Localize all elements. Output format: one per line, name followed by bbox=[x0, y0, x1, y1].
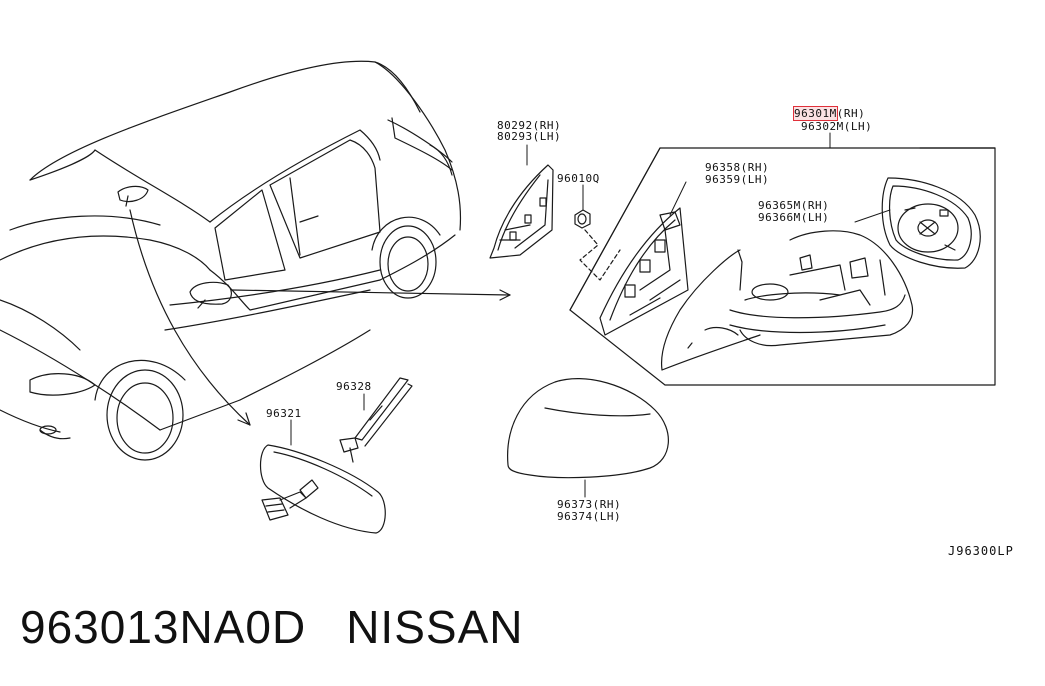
label-96358: 96358(RH) bbox=[705, 161, 770, 174]
highlighted-part-number[interactable]: 96301M bbox=[793, 106, 838, 121]
part-96358-mirror-base bbox=[599, 207, 689, 336]
leader-lines bbox=[290, 132, 891, 498]
pointer-arrows bbox=[129, 209, 511, 426]
label-96010q: 96010Q bbox=[557, 172, 600, 185]
part-96373-mirror-cover bbox=[507, 378, 669, 479]
label-96373: 96373(RH) bbox=[557, 498, 622, 511]
caption: 963013NA0D NISSAN bbox=[20, 600, 563, 654]
part-96301m-mirror-housing bbox=[660, 230, 914, 371]
car-illustration bbox=[0, 60, 462, 461]
label-96302m: 96302M(LH) bbox=[801, 120, 873, 133]
label-96374: 96374(LH) bbox=[557, 510, 622, 523]
part-96010q-nut bbox=[574, 209, 621, 281]
caption-part-number: 963013NA0D bbox=[20, 601, 307, 653]
part-80292-gasket bbox=[489, 164, 554, 259]
label-96365m: 96365M(RH) bbox=[758, 199, 830, 212]
label-80292: 80292(RH) bbox=[497, 119, 562, 132]
diagram-reference-code: J96300LP bbox=[948, 544, 1014, 558]
label-96328: 96328 bbox=[336, 380, 372, 393]
label-96366m: 96366M(LH) bbox=[758, 211, 830, 224]
label-96321: 96321 bbox=[266, 407, 302, 420]
part-96321-inner-mirror bbox=[259, 444, 386, 534]
caption-brand: NISSAN bbox=[346, 601, 524, 653]
label-80293: 80293(LH) bbox=[497, 130, 562, 143]
part-96328-cover bbox=[339, 377, 413, 463]
label-96359: 96359(LH) bbox=[705, 173, 770, 186]
label-96301m[interactable]: 96301M(RH) bbox=[793, 106, 866, 121]
label-96301m-side: (RH) bbox=[836, 107, 866, 120]
mirror-assembly-box bbox=[569, 147, 996, 386]
part-96365m-mirror-glass bbox=[881, 177, 981, 269]
